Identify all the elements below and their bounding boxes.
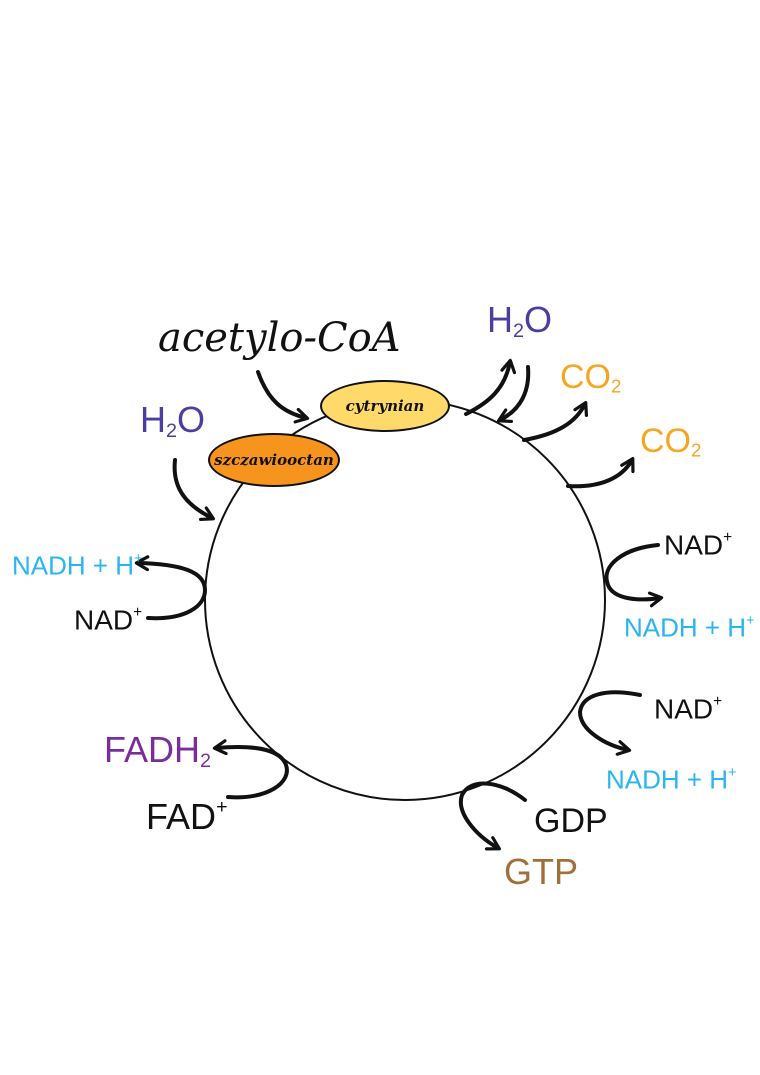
oxaloacetate-oval: szczawiooctan <box>208 433 340 487</box>
co2-label-1: CO2 <box>560 358 622 397</box>
arrow-nad-right-2 <box>577 690 642 756</box>
arrow-water-back <box>496 365 531 424</box>
nadh-right-1-label: NADH + H+ <box>624 612 755 643</box>
water-top-label: H2O <box>487 299 553 342</box>
fadh2-label: FADH2 <box>104 729 212 772</box>
arrow-co2-2 <box>566 457 635 489</box>
arrow-fad <box>212 739 289 800</box>
nad-right-2-label: NAD+ <box>654 693 723 725</box>
gdp-label: GDP <box>534 802 608 840</box>
arrow-water-in <box>172 458 216 522</box>
nadh-right-2-label: NADH + H+ <box>606 764 737 795</box>
arrow-co2-1 <box>522 400 589 442</box>
co2-label-2: CO2 <box>640 422 702 461</box>
fad-label: FAD+ <box>146 795 228 837</box>
arrow-nad-left <box>134 555 208 621</box>
nad-left-label: NAD+ <box>74 604 143 636</box>
citrate-oval: cytrynian <box>320 380 450 432</box>
arrow-nad-right-1 <box>604 543 664 608</box>
nadh-left-label: NADH + H+ <box>12 550 143 581</box>
citrate-label: cytrynian <box>345 397 425 415</box>
arrow-acetyl-coa <box>256 370 310 424</box>
oxaloacetate-label: szczawiooctan <box>214 451 334 469</box>
gtp-label: GTP <box>504 851 579 892</box>
acetyl-coa-label: acetylo-CoA <box>158 315 401 361</box>
arrow-water-out <box>464 358 517 416</box>
arrow-gdp-gtp <box>458 781 527 851</box>
water-left-label: H2O <box>140 399 206 442</box>
nad-right-1-label: NAD+ <box>664 529 733 561</box>
